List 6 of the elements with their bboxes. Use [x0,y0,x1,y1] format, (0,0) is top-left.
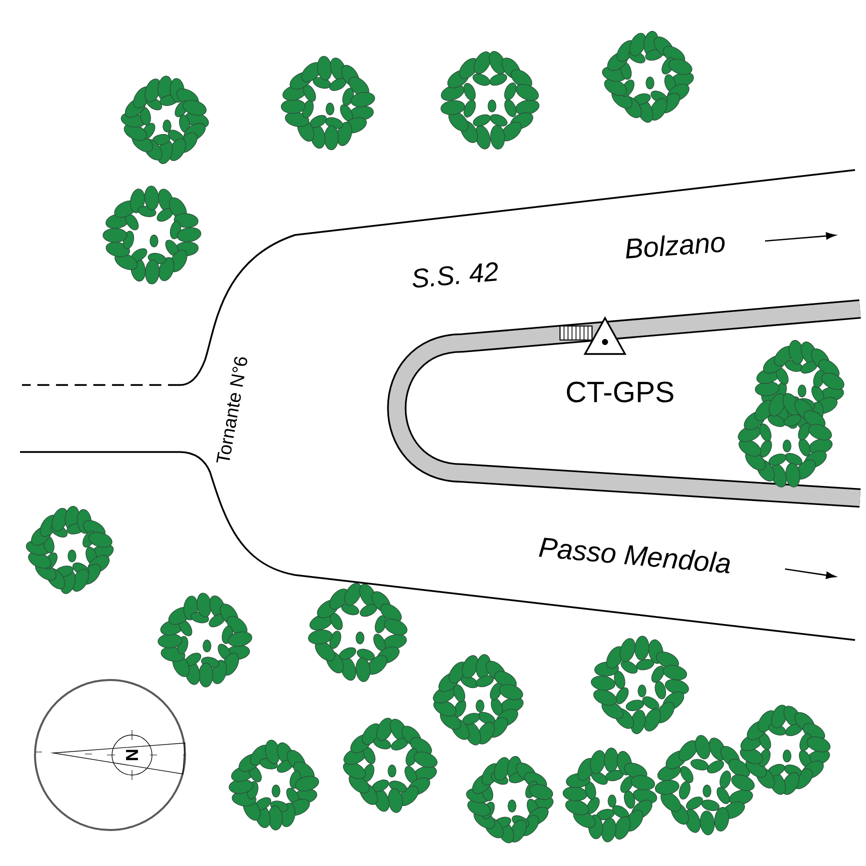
station-label: CT-GPS [566,382,674,402]
bend-name: Tornante N°6 [216,356,248,462]
road-name: S.S. 42 [412,262,498,288]
place-name: Passo Mendola [538,538,730,574]
place-name: Bolzano [626,235,725,258]
north-letter: N [126,750,138,760]
